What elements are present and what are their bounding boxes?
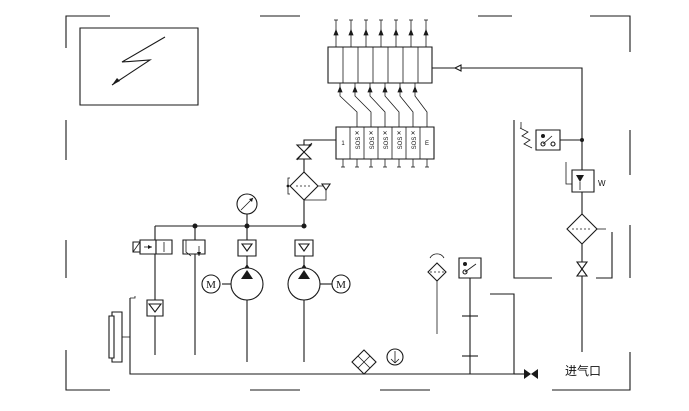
inlet-label: 进气口: [565, 363, 601, 378]
valve-code-label: SOS: [412, 137, 418, 150]
solenoid-directional-valve: [133, 226, 172, 300]
air-inlet-assembly: W 进气口: [520, 122, 606, 378]
pressure-main-line: [155, 214, 306, 240]
manifold-feed: [383, 83, 399, 127]
pump-unit-2: M: [288, 240, 350, 362]
enclosure-outline: [66, 16, 630, 390]
valve-tail: [411, 159, 415, 167]
oil-tank-return: [109, 296, 538, 379]
manifold-output: [424, 20, 428, 47]
valve-tail: [341, 159, 345, 167]
valve-code-label: SOS: [356, 137, 362, 150]
air-supply-line: [432, 65, 584, 142]
lightning-icon: [112, 37, 165, 85]
motor-2-letter: M: [336, 279, 346, 291]
valve-cross-mark: ✕: [396, 131, 401, 137]
pump-unit-1: M: [202, 240, 263, 362]
manifold-feed: [368, 83, 385, 127]
manifold-feed: [353, 83, 371, 127]
pressure-gauge: [237, 194, 257, 214]
valve-tail: [425, 159, 429, 167]
manifold-output: [349, 20, 353, 47]
manifold-output: [379, 20, 383, 47]
manifold-feed: [338, 83, 357, 127]
motor-1-letter: M: [206, 279, 216, 291]
manifold-output: [409, 20, 413, 47]
air-separator: [428, 254, 446, 334]
valve-cross-mark: ✕: [382, 131, 387, 137]
motor-1-icon: [202, 275, 220, 293]
valve-label-e: E: [425, 141, 429, 147]
manifold-feed: [398, 83, 413, 127]
manifold-output: [364, 20, 368, 47]
relief-valve: [183, 240, 205, 355]
valve-tail: [383, 159, 387, 167]
valve-tail: [397, 159, 401, 167]
motor-2-icon: [332, 275, 350, 293]
regulator-spring-label: W: [598, 179, 606, 188]
manifold-feed: [413, 83, 427, 127]
throttle-valve: [297, 143, 312, 160]
valve-cross-mark: ✕: [368, 131, 373, 137]
solenoid-valve-bank: SOS✕SOS✕SOS✕SOS✕SOS✕ 1 E: [336, 127, 434, 167]
manifold-output: [394, 20, 398, 47]
valve-cross-mark: ✕: [410, 131, 415, 137]
valve-tail: [369, 159, 373, 167]
manifold-output: [334, 20, 338, 47]
valve-code-label: SOS: [370, 137, 376, 150]
output-manifold: [328, 20, 432, 127]
filter-regulator: [286, 172, 330, 200]
valve-code-label: SOS: [398, 137, 404, 150]
valve-tail: [355, 159, 359, 167]
manual-valve: [459, 258, 514, 374]
electrical-control-box: [80, 28, 198, 105]
valve-cross-mark: ✕: [354, 131, 359, 137]
valve-code-label: SOS: [384, 137, 390, 150]
valve-label-1: 1: [341, 141, 345, 147]
